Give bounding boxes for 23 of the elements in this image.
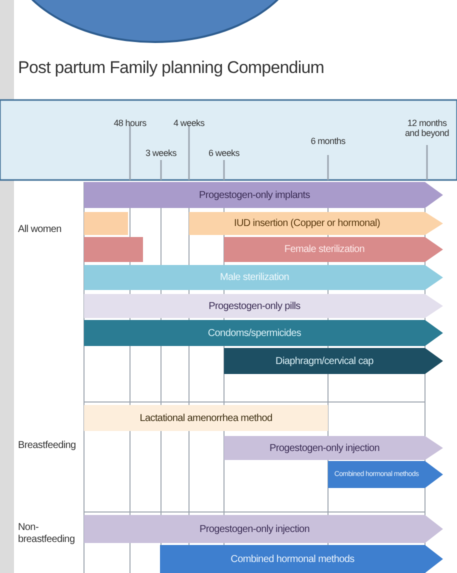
row-heading: All women bbox=[18, 224, 62, 236]
timeline-bar: IUD insertion (Copper or hormonal) bbox=[189, 212, 443, 235]
timeline-bar: Progestogen-only injection bbox=[224, 436, 443, 460]
timeline-bar bbox=[84, 237, 143, 262]
tick-label: 48 hours bbox=[112, 118, 148, 128]
tick-label: 6 weeks bbox=[208, 148, 240, 158]
tick-label: 3 weeks bbox=[144, 148, 178, 158]
timeline-bar: Male sterilization bbox=[84, 265, 443, 290]
row-heading: Breastfeeding bbox=[18, 440, 77, 452]
timeline-bar: Condoms/spermicides bbox=[84, 320, 443, 346]
timeline-bar: Lactational amenorrhea method bbox=[84, 405, 328, 431]
tick-label: 6 months bbox=[310, 136, 346, 146]
timeline-bar: Female sterilization bbox=[224, 237, 443, 262]
tick-label: 4 weeks bbox=[172, 118, 206, 128]
timeline-bar: Progestogen-only implants bbox=[84, 182, 443, 208]
timeline-bar: Combined hormonal methods bbox=[160, 545, 443, 573]
row-heading: Non-breastfeeding bbox=[18, 522, 76, 545]
timeline-bar bbox=[84, 212, 128, 235]
timeline-bar: Progestogen-only pills bbox=[84, 294, 443, 318]
tick-label: 12 months and beyond bbox=[404, 118, 450, 139]
timeline-bar: Progestogen-only injection bbox=[84, 515, 443, 543]
title: Post partum Family planning Compendium bbox=[18, 58, 324, 78]
timeline-bar: Diaphragm/cervical cap bbox=[224, 348, 443, 374]
